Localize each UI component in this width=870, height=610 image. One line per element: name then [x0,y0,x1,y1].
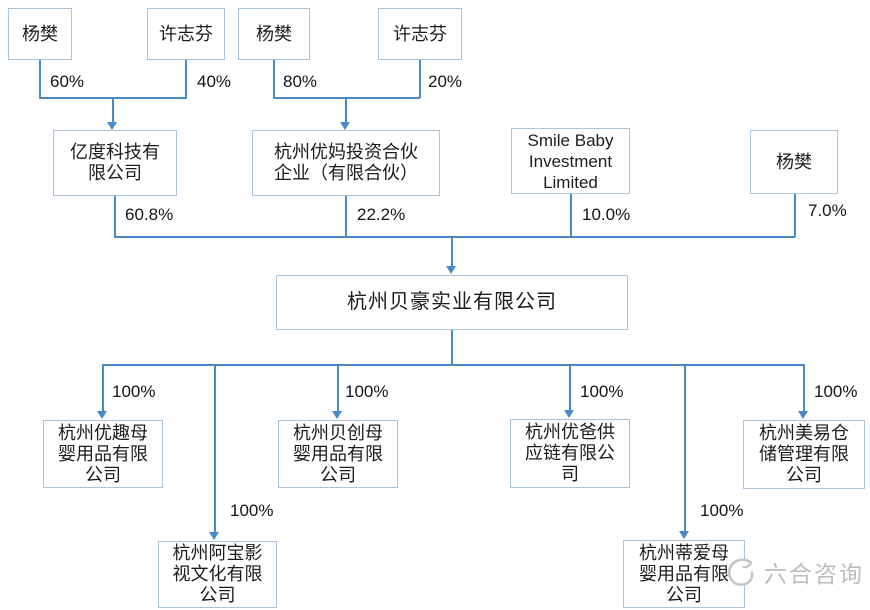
swirl-logo-icon [727,558,754,587]
connector-line [114,236,795,238]
node-abao: 杭州阿宝影 视文化有限 公司 [158,541,277,608]
edge-label-beihao-diai: 100% [700,501,744,520]
node-beichuang: 杭州贝创母 婴用品有限 公司 [278,420,398,488]
edge-label-xuzhifen-youma: 20% [428,72,463,91]
node-meiyi: 杭州美易仓 储管理有限 公司 [743,420,865,489]
node-youma-invest: 杭州优妈投资合伙 企业（有限合伙） [252,130,440,196]
edge-label-youma-beihao: 22.2% [357,205,406,224]
node-yangfan-top2: 杨樊 [238,8,310,60]
edge-label-beihao-beichuang: 100% [345,382,389,401]
edge-label-beihao-meiyi: 100% [814,382,858,401]
edge-label-yidu-beihao: 60.8% [125,205,174,224]
arrowhead-down-icon [97,411,107,419]
connector-line [102,364,104,412]
arrowhead-down-icon [332,411,342,419]
node-diai: 杭州蒂爱母 婴用品有限 公司 [623,540,745,608]
connector-line [103,364,804,366]
edge-label-yangfan-youma: 80% [283,72,318,91]
node-beihao-parent: 杭州贝豪实业有限公司 [276,275,628,330]
connector-line [451,236,453,267]
edge-label-beihao-youba: 100% [580,382,624,401]
arrowhead-down-icon [209,532,219,540]
node-youba: 杭州优爸供 应链有限公 司 [510,419,630,488]
edge-label-yangfan-beihao: 7.0% [808,201,847,220]
connector-line [794,194,796,237]
connector-line [114,196,116,237]
edge-label-smilebaby-beihao: 10.0% [582,205,631,224]
node-xuzhifen-top1: 许志芬 [147,8,225,60]
connector-line [185,60,187,98]
connector-line [419,60,421,98]
connector-line [345,97,347,125]
connector-line [451,330,453,365]
connector-line [569,364,571,411]
arrowhead-down-icon [340,122,350,130]
node-yidu-tech: 亿度科技有 限公司 [53,130,177,196]
node-youqu: 杭州优趣母 婴用品有限 公司 [43,420,163,488]
connector-line [803,364,805,412]
arrowhead-down-icon [446,266,456,274]
edge-label-beihao-youqu: 100% [112,382,156,401]
watermark: 六合咨询 [722,554,864,590]
edge-label-beihao-abao: 100% [230,501,274,520]
node-yangfan-top1: 杨樊 [8,8,72,60]
arrowhead-down-icon [564,410,574,418]
arrowhead-down-icon [798,411,808,419]
node-yangfan-row2: 杨樊 [750,130,838,194]
connector-line [112,97,114,125]
connector-line [39,60,41,98]
connector-line [273,97,420,99]
node-xuzhifen-top2: 许志芬 [378,8,462,60]
edge-label-xuzhifen-yidu: 40% [197,72,232,91]
node-smile-baby: Smile Baby Investment Limited [511,128,630,194]
connector-line [273,60,275,98]
edge-label-yangfan-yidu: 60% [50,72,85,91]
connector-line [570,194,572,237]
watermark-text: 六合咨询 [764,561,864,587]
connector-line [214,364,216,533]
connector-line [684,364,686,532]
connector-line [337,364,339,412]
connector-line [345,196,347,237]
arrowhead-down-icon [679,531,689,539]
arrowhead-down-icon [107,122,117,130]
